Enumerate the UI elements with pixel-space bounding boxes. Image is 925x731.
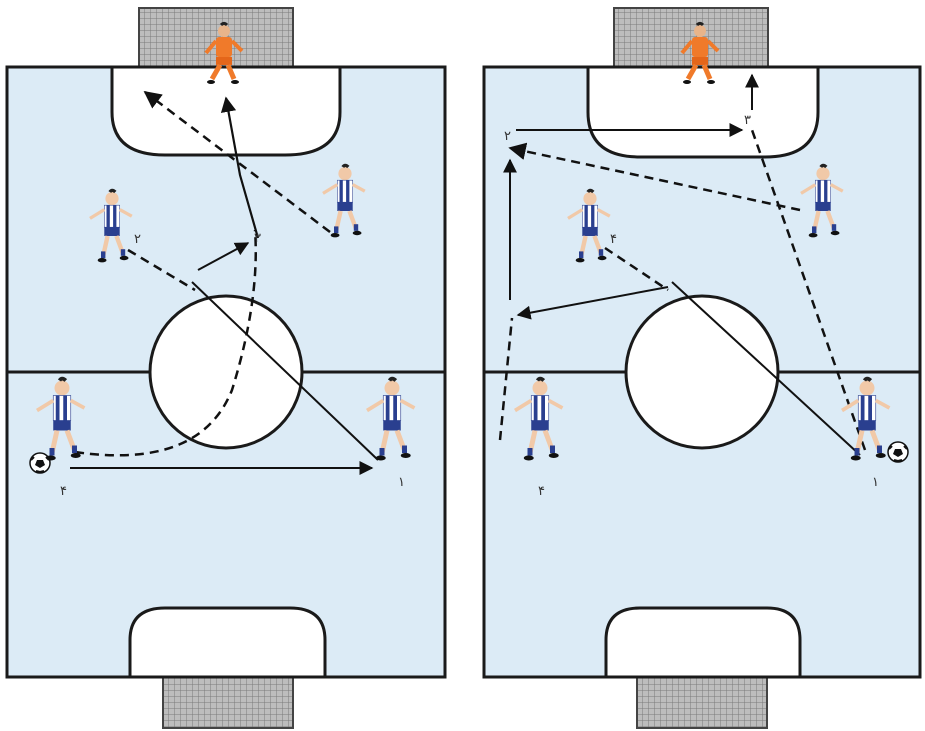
left-label-3: ۳	[254, 231, 261, 246]
right-center-circle	[626, 296, 778, 448]
right-bottom-goal-net	[637, 676, 767, 728]
right-label-a: ۴	[538, 484, 545, 499]
left-bottom-goal-net	[163, 676, 293, 728]
left-label-4: ۲	[134, 232, 141, 247]
right-drill-panel: ۴ ۱ ۲ ۳ ۴	[484, 8, 920, 728]
right-soccer-ball-icon	[888, 442, 908, 462]
left-bottom-penalty-area	[130, 608, 325, 677]
right-label-b: ۱	[872, 475, 879, 490]
right-label-d: ۳	[744, 113, 751, 128]
right-top-penalty-area	[588, 67, 818, 157]
right-bottom-penalty-area	[606, 608, 800, 677]
right-label-c: ۲	[504, 129, 511, 144]
left-soccer-ball-icon	[30, 453, 50, 473]
left-center-circle	[150, 296, 302, 448]
left-label-1: ۴	[60, 484, 67, 499]
right-label-e: ۴	[610, 232, 617, 247]
left-label-2: ۱	[398, 475, 405, 490]
left-top-penalty-area	[112, 67, 340, 155]
right-top-goal-net	[614, 8, 768, 70]
left-drill-panel: ۴ ۱ ۳ ۲	[7, 8, 445, 728]
